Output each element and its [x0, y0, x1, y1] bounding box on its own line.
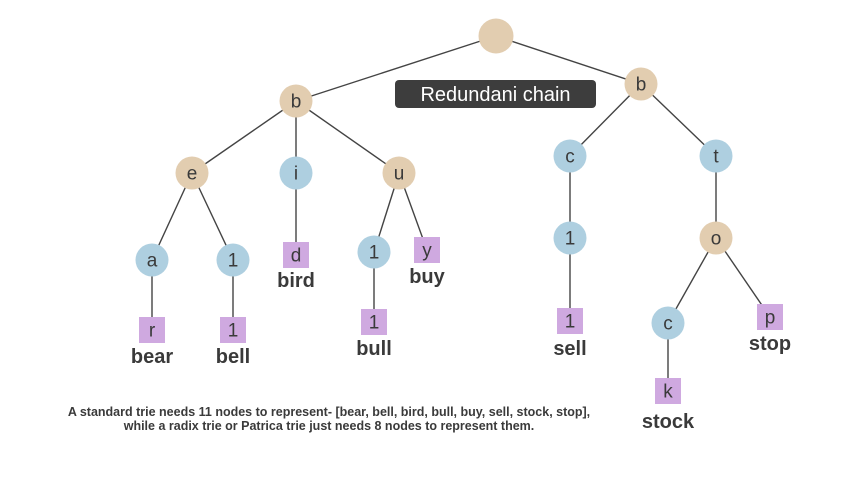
trie-node-shape — [655, 378, 681, 404]
trie-node-shape — [283, 242, 309, 268]
trie-node-label: d — [291, 246, 302, 267]
trie-node-label: u — [394, 164, 405, 185]
trie-node-b2: b — [624, 67, 658, 101]
trie-node-d: d — [283, 242, 309, 268]
footnote-line-1: A standard trie needs 11 nodes to repres… — [68, 405, 590, 419]
trie-node-shape — [651, 306, 685, 340]
word-label-bell: bell — [216, 346, 250, 368]
edge-root-b1 — [295, 35, 497, 102]
trie-node-shape — [699, 221, 733, 255]
trie-node-label: e — [187, 164, 198, 185]
trie-node-label: a — [147, 251, 158, 272]
trie-node-shape — [478, 18, 514, 54]
trie-node-label: r — [149, 321, 156, 342]
trie-node-i: i — [279, 156, 313, 190]
callout-label: Redundani chain — [420, 84, 570, 106]
trie-node-shape — [135, 243, 169, 277]
trie-node-label: p — [765, 308, 776, 329]
word-label-bird: bird — [277, 270, 315, 292]
trie-node-shape — [553, 221, 587, 255]
word-label-buy: buy — [409, 266, 445, 288]
trie-node-shape — [624, 67, 658, 101]
trie-node-label: 1 — [369, 313, 380, 334]
word-label-stock: stock — [642, 411, 695, 433]
edge-b1-u — [295, 100, 400, 174]
trie-node-l_bell: 1 — [216, 243, 250, 277]
trie-node-shape — [175, 156, 209, 190]
trie-node-label: b — [636, 75, 647, 96]
trie-node-l_sell2: 1 — [557, 308, 583, 334]
trie-node-shape — [357, 235, 391, 269]
trie-node-o: o — [699, 221, 733, 255]
word-label-stop: stop — [749, 333, 791, 355]
trie-node-label: 1 — [565, 312, 576, 333]
trie-node-shape — [414, 237, 440, 263]
trie-node-shape — [382, 156, 416, 190]
trie-node-c_sell: c — [553, 139, 587, 173]
trie-node-k: k — [655, 378, 681, 404]
trie-node-shape — [279, 156, 313, 190]
trie-node-label: b — [291, 92, 302, 113]
trie-node-label: 1 — [369, 243, 380, 264]
edge-b1-e — [191, 100, 297, 174]
trie-node-label: i — [294, 164, 298, 185]
trie-node-shape — [279, 84, 313, 118]
trie-node-label: c — [663, 314, 673, 335]
edge-b2-c_sell — [569, 83, 642, 157]
edge-b2-t — [640, 83, 717, 157]
trie-node-l_sell: 1 — [553, 221, 587, 255]
trie-node-root — [478, 18, 514, 54]
trie-node-y: y — [414, 237, 440, 263]
redundant-chain-callout: Redundani chain — [395, 80, 596, 108]
trie-node-shape — [757, 304, 783, 330]
trie-node-label: y — [422, 241, 432, 262]
trie-node-shape — [553, 139, 587, 173]
trie-node-label: t — [713, 147, 719, 168]
trie-node-label: k — [663, 382, 673, 403]
trie-node-label: o — [711, 229, 722, 250]
trie-node-l_bull: 1 — [357, 235, 391, 269]
trie-node-shape — [557, 308, 583, 334]
trie-node-shape — [699, 139, 733, 173]
trie-node-t: t — [699, 139, 733, 173]
edge-root-b2 — [495, 35, 642, 85]
trie-node-r: r — [139, 317, 165, 343]
trie-node-label: c — [565, 147, 575, 168]
trie-node-u: u — [382, 156, 416, 190]
trie-node-l_bull2: 1 — [361, 309, 387, 335]
word-label-bear: bear — [131, 346, 173, 368]
trie-node-label: 1 — [565, 229, 576, 250]
words-layer: bear bell bird bull buy sell stock stop — [131, 266, 791, 433]
nodes-layer: b b e i u a 1 d 1 y r 1 1 c 1 1 t o c p k — [135, 18, 783, 404]
footnote-line-2: while a radix trie or Patrica trie just … — [123, 419, 535, 433]
callout-background — [395, 80, 596, 108]
word-label-sell: sell — [553, 338, 586, 360]
trie-node-c_stock: c — [651, 306, 685, 340]
trie-node-l_bell2: 1 — [220, 317, 246, 343]
trie-node-shape — [220, 317, 246, 343]
trie-node-p: p — [757, 304, 783, 330]
trie-node-label: 1 — [228, 251, 239, 272]
word-label-bull: bull — [356, 338, 392, 360]
trie-node-b1: b — [279, 84, 313, 118]
trie-node-shape — [139, 317, 165, 343]
trie-node-label: 1 — [228, 321, 239, 342]
trie-node-e: e — [175, 156, 209, 190]
trie-node-shape — [216, 243, 250, 277]
trie-node-shape — [361, 309, 387, 335]
trie-node-a: a — [135, 243, 169, 277]
